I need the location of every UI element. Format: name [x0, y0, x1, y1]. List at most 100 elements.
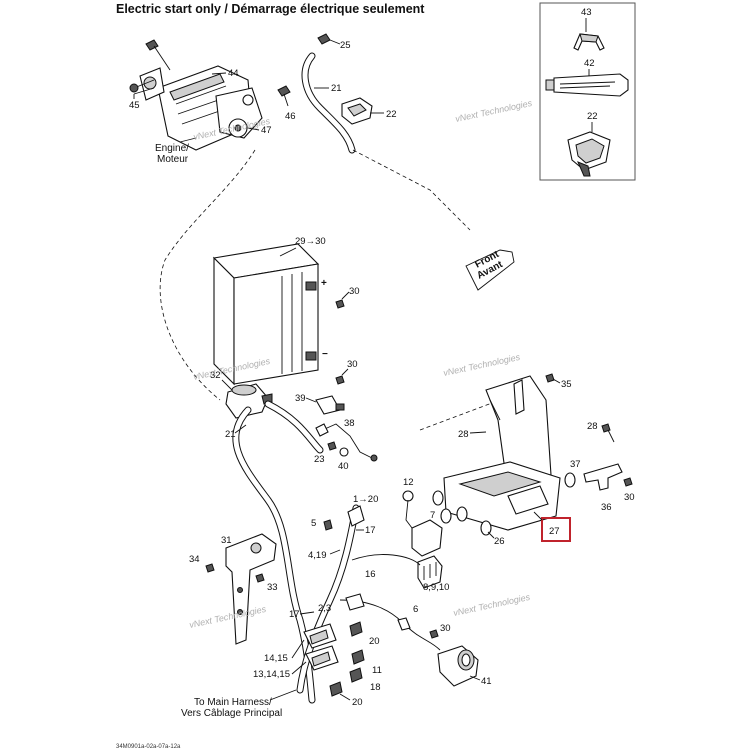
washer-40[interactable]	[339, 447, 349, 457]
nut-30-negative[interactable]	[335, 375, 345, 385]
part-22-grommet[interactable]	[567, 131, 611, 177]
callout-46: 46	[285, 111, 296, 122]
watermark-1: vNext Technologies	[454, 98, 533, 124]
callout-42: 42	[584, 58, 595, 69]
callout-20-lower: 20	[352, 697, 363, 708]
part-41-boot[interactable]	[437, 645, 479, 687]
fuse-20-lower[interactable]	[329, 681, 343, 697]
cable-38[interactable]	[315, 423, 378, 462]
callout-28-right: 28	[587, 421, 598, 432]
label-plus: +	[321, 278, 327, 289]
callout-38: 38	[344, 418, 355, 429]
callout-13-14-15: 13,14,15	[253, 669, 290, 680]
callout-4-19: 4,19	[308, 550, 327, 561]
callout-28-left: 28	[458, 429, 469, 440]
callout-41: 41	[481, 676, 492, 687]
bolt-25-top[interactable]	[145, 33, 331, 71]
callout-45: 45	[129, 100, 140, 111]
bolt-46[interactable]	[277, 85, 291, 107]
cable-21-upper[interactable]	[301, 52, 356, 154]
callout-25: 25	[340, 40, 351, 51]
callout-35: 35	[561, 379, 572, 390]
callout-26: 26	[494, 536, 505, 547]
clip-5[interactable]	[323, 519, 333, 531]
callout-5: 5	[311, 518, 316, 529]
connector-8-9-10[interactable]	[417, 555, 443, 589]
callout-47: 47	[261, 125, 272, 136]
callout-21-lower: 21	[225, 429, 236, 440]
label-main-harness: To Main Harness/	[194, 697, 272, 708]
callout-22-inset: 22	[587, 111, 598, 122]
callout-6: 6	[413, 604, 418, 615]
callout-43: 43	[581, 7, 592, 18]
callout-44: 44	[228, 68, 239, 79]
bolt-33[interactable]	[255, 573, 265, 583]
inset-parts-box: 43 42 22	[539, 2, 636, 181]
bolt-30-lower[interactable]	[429, 629, 439, 639]
watermark-6: vNext Technologies	[452, 592, 531, 618]
callout-33: 33	[267, 582, 278, 593]
nut-30-positive[interactable]	[335, 299, 345, 309]
part-43-clip[interactable]	[573, 33, 605, 51]
callout-8-9-10: 8,9,10	[423, 582, 449, 593]
callout-30-lower: 30	[440, 623, 451, 634]
fuse-18[interactable]	[349, 667, 363, 683]
callout-29-30: 29→30	[295, 236, 326, 247]
wiring-harness-1-20[interactable]	[296, 504, 441, 694]
washer-37[interactable]	[564, 472, 576, 488]
callout-36: 36	[601, 502, 612, 513]
bolt-35[interactable]	[545, 373, 555, 383]
bolt-34[interactable]	[205, 563, 215, 573]
callout-17: 17	[365, 525, 376, 536]
watermark-4: vNext Technologies	[442, 352, 521, 378]
battery-29[interactable]	[212, 243, 320, 386]
strap-36[interactable]	[583, 463, 623, 491]
callout-14-15: 14,15	[264, 653, 288, 664]
watermark-5: vNext Technologies	[188, 604, 267, 630]
callout-27: 27	[549, 526, 560, 537]
fuse-block-13-14-15[interactable]	[305, 645, 339, 671]
callout-2-3: 2,3	[318, 603, 331, 614]
callout-40: 40	[338, 461, 349, 472]
part-42-grease-tube[interactable]	[545, 73, 629, 97]
part-12-cap[interactable]	[402, 490, 414, 502]
fuse-block-14-15[interactable]	[303, 623, 337, 649]
callout-39: 39	[295, 393, 306, 404]
relay-7[interactable]	[405, 499, 443, 557]
callout-30-right: 30	[624, 492, 635, 503]
bolt-28-right[interactable]	[601, 423, 615, 443]
grommet-22[interactable]	[341, 97, 373, 125]
callout-31: 31	[221, 535, 232, 546]
callout-1-20: 1→20	[353, 494, 378, 505]
bolt-45[interactable]	[129, 79, 155, 95]
callout-21-upper: 21	[331, 83, 342, 94]
connector-2-3[interactable]	[345, 593, 365, 611]
callout-18: 18	[370, 682, 381, 693]
callout-34: 34	[189, 554, 200, 565]
fuse-39[interactable]	[315, 395, 345, 415]
callout-30-positive: 30	[349, 286, 360, 297]
callout-20-upper: 20	[369, 636, 380, 647]
callout-16: 16	[365, 569, 376, 580]
label-engine: Engine/	[155, 143, 189, 154]
part-27-highlighted[interactable]: 27	[541, 517, 571, 542]
bracket-31[interactable]	[225, 533, 277, 645]
fuse-11[interactable]	[351, 649, 365, 665]
grommets-26[interactable]	[432, 490, 492, 536]
callout-7: 7	[430, 510, 435, 521]
starter-motor-44[interactable]	[139, 65, 263, 151]
footer-code: 34M0901a-02a-07a-12a	[116, 744, 181, 750]
fuse-20-upper[interactable]	[349, 621, 363, 637]
bolt-30-right[interactable]	[623, 477, 633, 487]
callout-30-negative: 30	[347, 359, 358, 370]
battery-tray[interactable]	[443, 461, 561, 531]
connector-6[interactable]	[397, 617, 411, 631]
label-main-harness-fr: Vers Câblage Principal	[181, 708, 282, 719]
nut-23[interactable]	[327, 441, 337, 451]
page-title: Electric start only / Démarrage électriq…	[116, 2, 425, 16]
front-arrow	[465, 249, 515, 291]
callout-22: 22	[386, 109, 397, 120]
label-minus: −	[322, 349, 328, 360]
callout-37: 37	[570, 459, 581, 470]
